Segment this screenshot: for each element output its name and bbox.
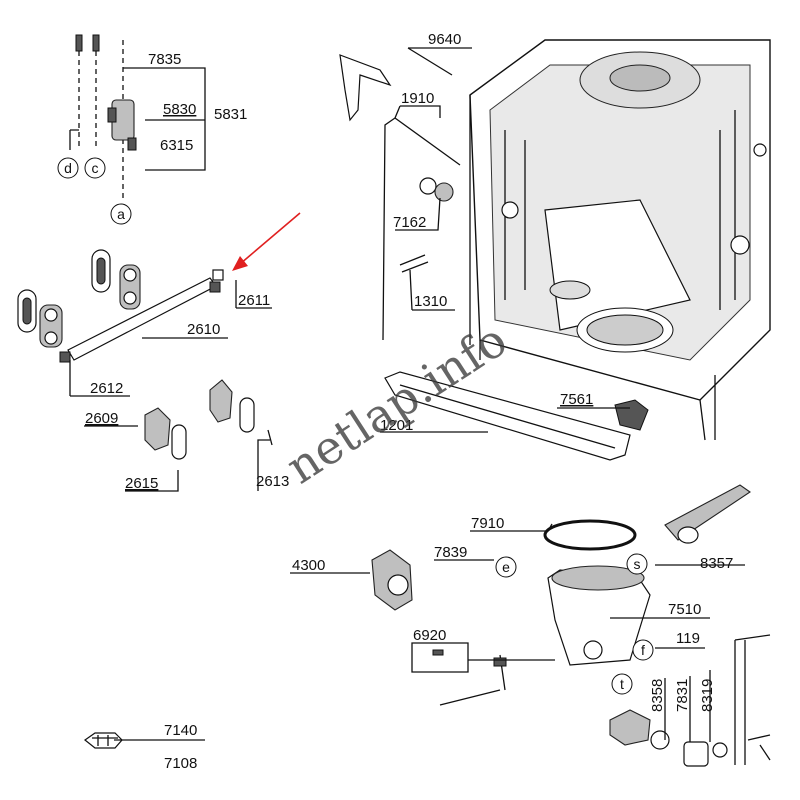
connector-e [495, 556, 517, 578]
door-seal-illustration [339, 54, 461, 341]
label-7140: 7140 [164, 722, 197, 739]
label-2615: 2615 [125, 475, 158, 492]
label-7162: 7162 [393, 214, 426, 231]
label-6920: 6920 [413, 627, 446, 644]
connector-c [84, 157, 106, 179]
connector-s [626, 553, 648, 575]
svg-text:e: e [502, 559, 510, 575]
label-5831: 5831 [214, 106, 247, 123]
label-8358: 8358 [649, 679, 666, 712]
label-7510: 7510 [668, 601, 701, 618]
label-2609: 2609 [85, 410, 118, 427]
label-7561: 7561 [560, 391, 593, 408]
label-6315: 6315 [160, 137, 193, 154]
label-119: 119 [676, 630, 700, 647]
label-2612: 2612 [90, 380, 123, 397]
label-7108: 7108 [164, 755, 197, 772]
svg-text:s: s [634, 556, 641, 572]
connector-f [632, 639, 654, 661]
svg-text:t: t [620, 676, 624, 692]
label-2610: 2610 [187, 321, 220, 338]
inlet-valve-illustration [69, 34, 137, 200]
svg-text:a: a [117, 206, 125, 222]
label-8357: 8357 [700, 555, 733, 572]
svg-text:f: f [641, 642, 645, 658]
connector-t [611, 673, 633, 695]
label-1201: 1201 [380, 417, 413, 434]
hinge-parts-illustration [17, 249, 273, 460]
connector-circles: d c a e s f t [57, 157, 654, 695]
label-7910: 7910 [471, 515, 504, 532]
label-1310: 1310 [414, 293, 447, 310]
label-5830: 5830 [163, 101, 196, 118]
connector-d [57, 157, 79, 179]
part-labels: 7835 5830 5831 6315 9640 1910 7162 1310 … [85, 31, 733, 772]
sump-assembly-illustration [371, 484, 771, 767]
label-2611: 2611 [238, 292, 270, 309]
label-7835: 7835 [148, 51, 181, 68]
dishwasher-tub-illustration [469, 39, 771, 441]
label-4300: 4300 [292, 557, 325, 574]
label-7831: 7831 [674, 679, 691, 712]
label-8319: 8319 [699, 679, 716, 712]
connector-a [110, 203, 132, 225]
svg-text:d: d [64, 160, 72, 176]
label-9640: 9640 [428, 31, 461, 48]
svg-text:c: c [92, 160, 99, 176]
leader-lines [69, 47, 745, 742]
label-7839: 7839 [434, 544, 467, 561]
label-1910: 1910 [401, 90, 434, 107]
red-pointer-arrow [232, 212, 301, 271]
label-2613: 2613 [256, 473, 289, 490]
